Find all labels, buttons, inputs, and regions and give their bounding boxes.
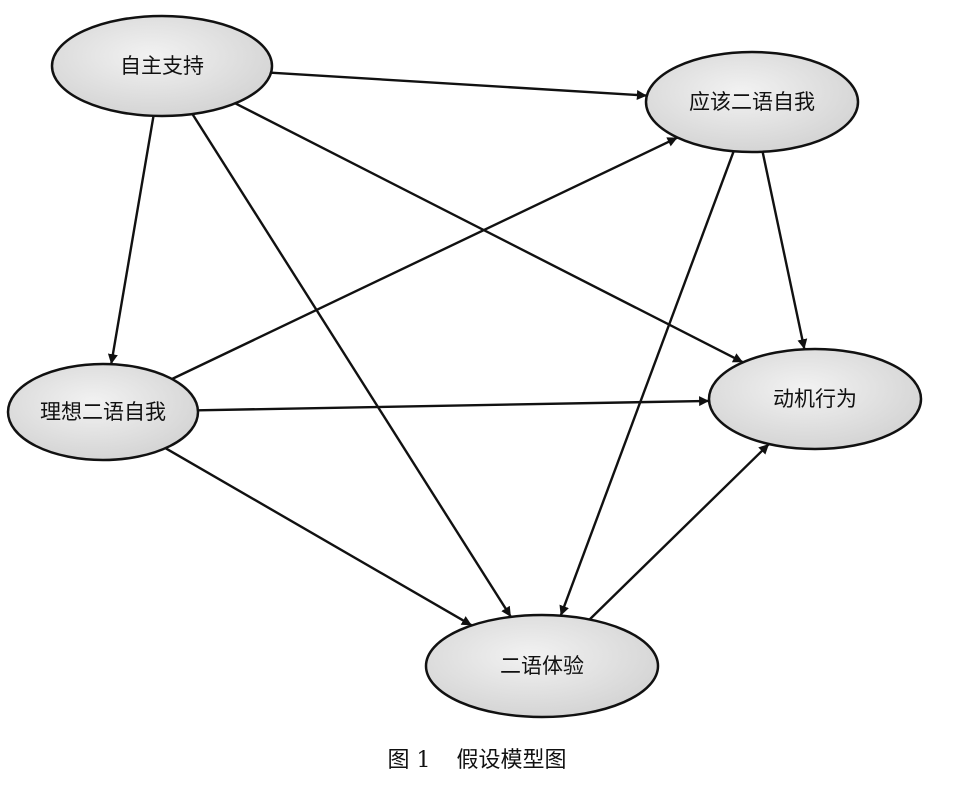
figure-title: 假设模型图	[456, 748, 567, 773]
node-label: 理想二语自我	[40, 400, 166, 424]
figure-number: 图 1	[387, 748, 431, 773]
node-ideal: 理想二语自我	[6, 362, 200, 462]
node-ellipse	[424, 613, 660, 719]
node-motivation: 动机行为	[707, 347, 923, 451]
figure-caption: 图 1 假设模型图	[0, 742, 954, 774]
node-ellipse	[6, 362, 200, 462]
arrow-autonomy-to-motivation	[234, 102, 744, 364]
node-ellipse	[644, 50, 860, 154]
arrow-experience-to-motivation	[588, 443, 770, 621]
node-ellipse	[50, 14, 274, 118]
node-label: 应该二语自我	[689, 90, 815, 114]
arrow-ought-to-experience	[559, 150, 735, 617]
arrow-autonomy-to-ought	[270, 71, 647, 100]
node-autonomy: 自主支持	[50, 14, 274, 118]
node-label: 动机行为	[773, 387, 857, 411]
arrow-ideal-to-motivation	[197, 396, 710, 412]
arrow-ideal-to-ought	[171, 136, 679, 381]
node-ellipse	[707, 347, 923, 451]
arrow-autonomy-to-experience	[191, 113, 512, 618]
edges-layer	[107, 71, 808, 627]
node-label: 二语体验	[500, 654, 584, 678]
node-ought: 应该二语自我	[644, 50, 860, 154]
arrow-ideal-to-experience	[164, 447, 473, 627]
arrow-ought-to-motivation	[761, 151, 808, 350]
node-experience: 二语体验	[424, 613, 660, 719]
arrow-autonomy-to-ideal	[107, 115, 155, 365]
node-label: 自主支持	[120, 54, 204, 78]
